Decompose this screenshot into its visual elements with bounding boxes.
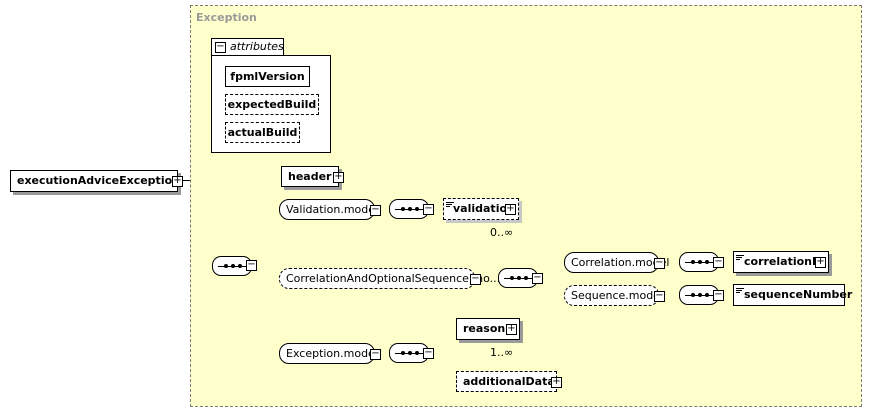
documentation-icon bbox=[736, 255, 744, 262]
collapse-exception-sequence-toggle[interactable]: − bbox=[423, 347, 434, 359]
element-reason[interactable]: reason + bbox=[456, 318, 520, 340]
collapse-sequence-model-sequence-toggle[interactable]: − bbox=[713, 289, 724, 301]
sequence-number-label: sequenceNumber bbox=[744, 288, 853, 301]
root-element-execution-advice-exception[interactable]: executionAdviceException + bbox=[10, 170, 183, 192]
element-header[interactable]: header + bbox=[281, 166, 344, 187]
group-correlation-and-optional-sequence-model[interactable]: CorrelationAndOptionalSequence.mo... − bbox=[279, 268, 500, 289]
type-label: Exception bbox=[196, 11, 257, 24]
attribute-actual-build[interactable]: actualBuild bbox=[225, 122, 300, 143]
expand-validation-toggle[interactable]: + bbox=[505, 203, 516, 215]
collapse-sequence-model-toggle[interactable]: − bbox=[654, 290, 665, 302]
reason-label: reason bbox=[463, 322, 506, 335]
collapse-validation-sequence-toggle[interactable]: − bbox=[423, 203, 434, 215]
attributes-tab-label: attributes bbox=[230, 40, 284, 53]
expand-header-toggle[interactable]: + bbox=[333, 171, 344, 183]
documentation-icon bbox=[736, 288, 744, 295]
group-validation-model[interactable]: Validation.model − bbox=[279, 199, 381, 220]
expand-additional-data-toggle[interactable]: + bbox=[551, 376, 562, 388]
collapse-validation-model-toggle[interactable]: − bbox=[370, 204, 381, 216]
reason-occurrence: 1..∞ bbox=[490, 346, 514, 359]
attribute-fpml-version[interactable]: fpmlVersion bbox=[225, 66, 310, 87]
element-additional-data[interactable]: additionalData + bbox=[456, 371, 562, 392]
expand-root-toggle[interactable]: + bbox=[172, 175, 183, 187]
expand-correlation-id-toggle[interactable]: + bbox=[815, 256, 826, 268]
group-exception-model[interactable]: Exception.model − bbox=[279, 343, 381, 364]
group-correlation-model[interactable]: Correlation.model − bbox=[564, 252, 669, 273]
correlation-and-optional-sequence-model-label: CorrelationAndOptionalSequence.mo... bbox=[286, 272, 501, 285]
element-validation[interactable]: validation + bbox=[443, 198, 519, 220]
validation-label: validation bbox=[453, 202, 515, 215]
validation-model-label: Validation.model bbox=[286, 203, 379, 216]
main-sequence-compositor[interactable] bbox=[212, 256, 252, 276]
sequence-model-sequence-compositor[interactable] bbox=[679, 285, 719, 305]
sequence-model-label: Sequence.model bbox=[571, 289, 664, 302]
collapse-attributes-toggle[interactable]: − bbox=[215, 41, 226, 53]
additional-data-label: additionalData bbox=[463, 375, 555, 388]
collapse-correlation-and-optional-sequence-toggle[interactable]: − bbox=[470, 273, 481, 285]
collapse-exception-model-toggle[interactable]: − bbox=[370, 348, 381, 360]
documentation-icon bbox=[446, 202, 454, 209]
element-sequence-number[interactable]: sequenceNumber bbox=[733, 284, 852, 306]
group-sequence-model[interactable]: Sequence.model − bbox=[564, 285, 665, 306]
correlation-model-label: Correlation.model bbox=[571, 256, 670, 269]
collapse-correlation-sequence-toggle[interactable]: − bbox=[532, 272, 543, 284]
collapse-correlation-model-sequence-toggle[interactable]: − bbox=[713, 256, 724, 268]
collapse-main-sequence-toggle[interactable]: − bbox=[246, 259, 257, 271]
root-element-label: executionAdviceException bbox=[17, 174, 180, 187]
correlation-id-label: correlationId bbox=[744, 255, 824, 268]
exception-model-label: Exception.model bbox=[286, 347, 378, 360]
exception-sequence-compositor[interactable] bbox=[389, 343, 429, 363]
validation-occurrence: 0..∞ bbox=[490, 226, 514, 239]
collapse-correlation-model-toggle[interactable]: − bbox=[654, 257, 665, 269]
header-label: header bbox=[288, 170, 332, 183]
expand-reason-toggle[interactable]: + bbox=[506, 323, 517, 335]
attributes-tab[interactable]: − attributes bbox=[211, 38, 284, 56]
element-correlation-id[interactable]: correlationId + bbox=[733, 251, 829, 273]
attribute-expected-build[interactable]: expectedBuild bbox=[225, 94, 319, 115]
validation-sequence-compositor[interactable] bbox=[389, 199, 429, 219]
